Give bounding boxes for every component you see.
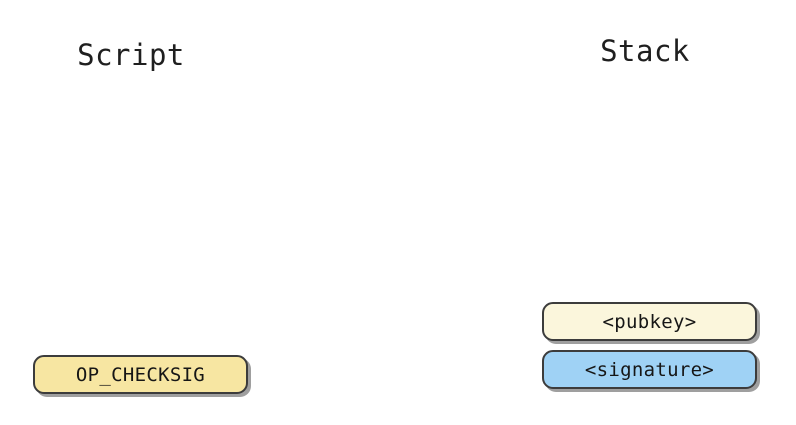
script-item-op-checksig[interactable]: OP_CHECKSIG — [33, 355, 248, 394]
stack-item-signature[interactable]: <signature> — [542, 350, 757, 389]
script-column: Script OP_CHECKSIG — [33, 38, 248, 394]
stack-item-pubkey[interactable]: <pubkey> — [542, 302, 757, 341]
stack-column: Stack <pubkey> <signature> — [398, 0, 796, 425]
stack-column-title: Stack — [600, 34, 690, 68]
script-column-title: Script — [77, 38, 185, 72]
